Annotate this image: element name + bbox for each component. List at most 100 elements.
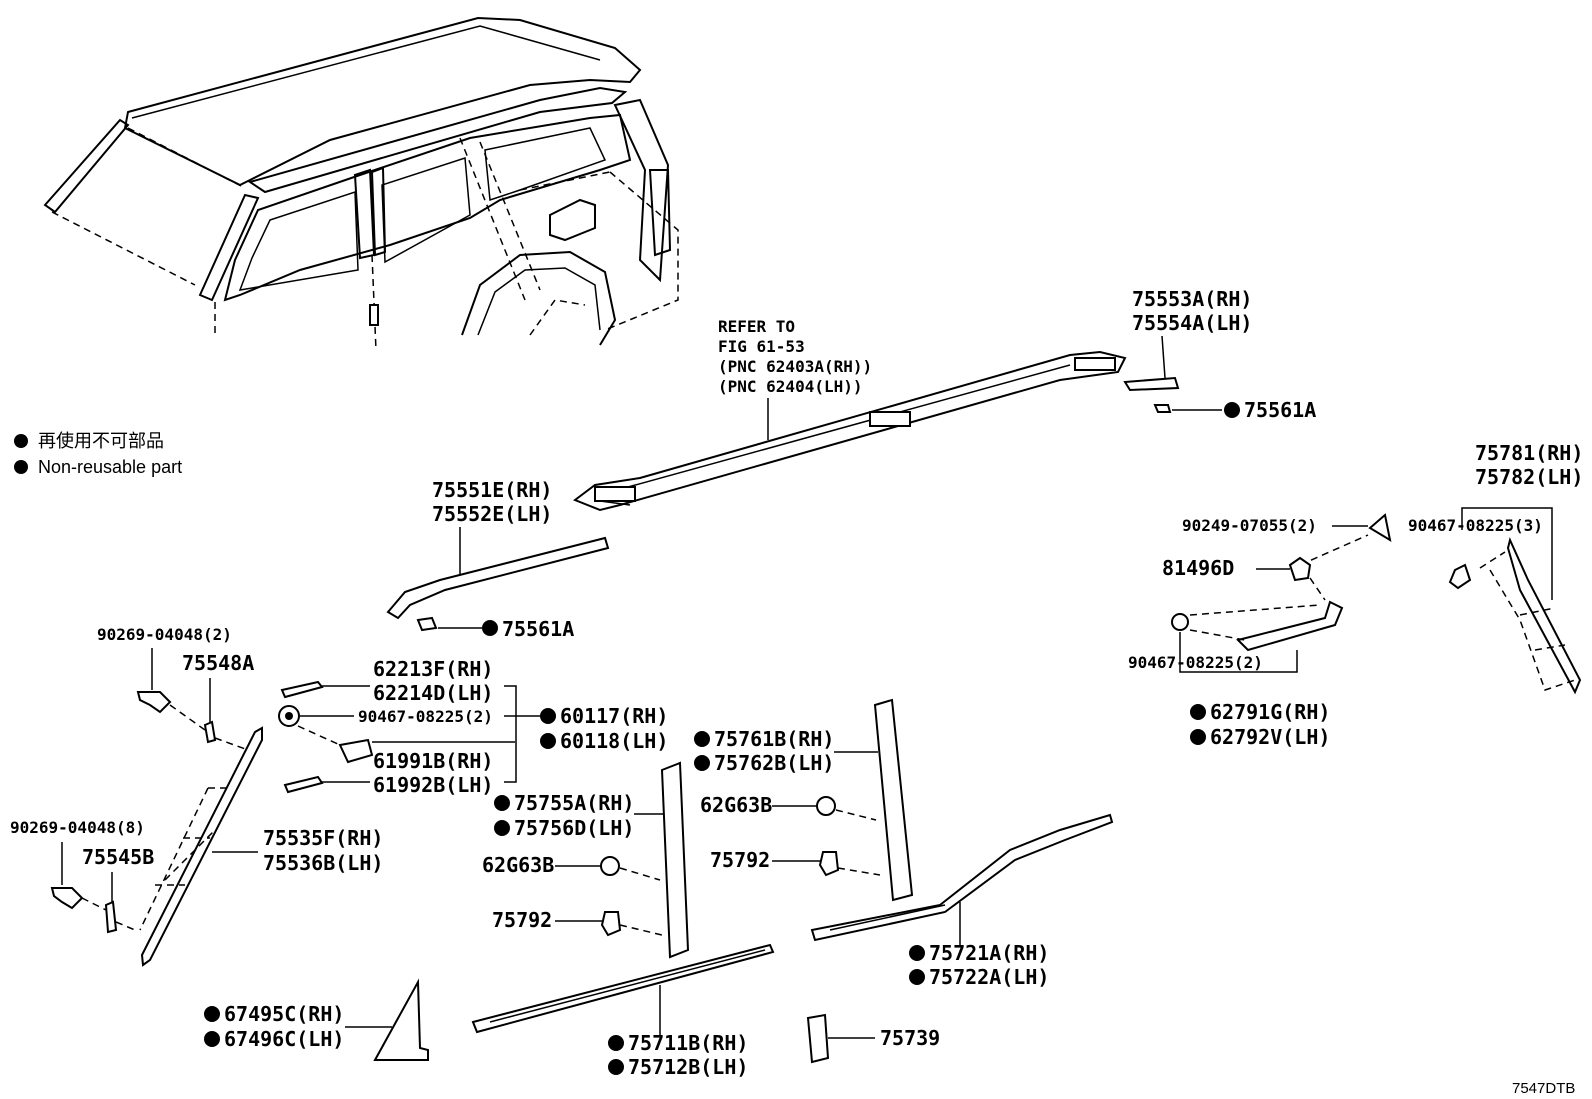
- rear-door-pillar-garnish: [873, 698, 914, 902]
- nonreusable-dot: [694, 731, 710, 747]
- clip-75548A: [203, 720, 217, 744]
- legend-en-text: Non-reusable part: [38, 457, 182, 477]
- label-61991B: 61991B(RH): [373, 749, 493, 773]
- nonreusable-dot: [494, 820, 510, 836]
- screw-90269-2: [136, 691, 172, 714]
- refer-line4: (PNC 62404(LH)): [718, 377, 863, 396]
- piece-61991B: [338, 738, 374, 764]
- clip-62G63B-b: [816, 796, 836, 816]
- label-75761B: 75761B(RH): [714, 727, 834, 751]
- refer-line3: (PNC 62403A(RH)): [718, 357, 872, 376]
- label-75722A: 75722A(LH): [929, 965, 1049, 989]
- nonreusable-dot: [494, 795, 510, 811]
- clip-90467-2a-center: [285, 712, 293, 720]
- label-75792-a: 75792: [492, 908, 552, 932]
- nonreusable-dot: [540, 708, 556, 724]
- clip-90467-3: [1448, 563, 1472, 590]
- vehicle-outline: [43, 16, 679, 351]
- clip-75792-b: [818, 851, 840, 877]
- label-62214D: 62214D(LH): [373, 681, 493, 705]
- figure-code: 7547DTB: [1512, 1080, 1575, 1097]
- label-62791G: 62791G(RH): [1210, 700, 1330, 724]
- label-61992B: 61992B(LH): [373, 773, 493, 797]
- refer-line1: REFER TO: [718, 317, 795, 336]
- label-75721A: 75721A(RH): [929, 941, 1049, 965]
- clip-75792-a: [600, 911, 622, 937]
- label-90269-2: 90269-04048(2): [97, 625, 232, 644]
- label-75712B: 75712B(LH): [628, 1055, 748, 1079]
- label-75739: 75739: [880, 1026, 940, 1050]
- rear-pillar-garnish: [1506, 536, 1582, 695]
- label-75762B: 75762B(LH): [714, 751, 834, 775]
- label-75553A: 75553A(RH): [1132, 287, 1252, 311]
- label-62792V: 62792V(LH): [1210, 725, 1330, 749]
- label-75561A-top: 75561A: [1244, 398, 1316, 422]
- nonreusable-dot: [482, 620, 498, 636]
- label-60118: 60118(LH): [560, 729, 668, 753]
- label-67496C: 67496C(LH): [224, 1027, 344, 1051]
- label-75535F: 75535F(RH): [263, 826, 383, 850]
- rear-door-belt-molding: [810, 813, 1114, 942]
- label-75755A: 75755A(RH): [514, 791, 634, 815]
- screw-90249: [1368, 513, 1392, 543]
- screw-90269-8: [50, 887, 84, 910]
- nonreusable-dot: [608, 1035, 624, 1051]
- label-90269-8: 90269-04048(8): [10, 818, 145, 837]
- label-60117: 60117(RH): [560, 704, 668, 728]
- center-pillar-garnish-front: [660, 761, 690, 959]
- label-75536B: 75536B(LH): [263, 851, 383, 875]
- nonreusable-dot: [204, 1031, 220, 1047]
- label-75782: 75782(LH): [1475, 465, 1583, 489]
- nonreusable-dot: [909, 945, 925, 961]
- legend-jp-text: 再使用不可部品: [38, 431, 164, 451]
- piece-62213F: [280, 680, 324, 699]
- nonreusable-dot: [909, 969, 925, 985]
- label-75545B: 75545B: [82, 845, 154, 869]
- front-door-belt-molding: [471, 943, 775, 1034]
- label-62G63B-b: 62G63B: [700, 793, 772, 817]
- nonreusable-dot: [1190, 704, 1206, 720]
- label-75792-b: 75792: [710, 848, 770, 872]
- clip-75561A-top: [1153, 404, 1172, 413]
- label-90467-2b: 90467-08225(2): [1128, 653, 1263, 672]
- legend-dot-en: [14, 460, 28, 474]
- clip-81496D: [1288, 556, 1312, 582]
- label-75756D: 75756D(LH): [514, 816, 634, 840]
- front-pillar-garnish: [140, 726, 263, 967]
- refer-line2: FIG 61-53: [718, 337, 805, 356]
- nonreusable-dot: [694, 755, 710, 771]
- label-62213F: 62213F(RH): [373, 657, 493, 681]
- end-cover-front: [386, 536, 610, 620]
- label-75552E: 75552E(LH): [432, 502, 552, 526]
- label-75551E: 75551E(RH): [432, 478, 552, 502]
- label-90249: 90249-07055(2): [1182, 516, 1317, 535]
- garnish-62791G: [1236, 600, 1344, 652]
- legend: 再使用不可部品 Non-reusable part: [14, 431, 182, 477]
- label-75548A: 75548A: [182, 651, 254, 675]
- label-81496D: 81496D: [1162, 556, 1234, 580]
- clip-62G63B-a: [600, 856, 620, 876]
- clip-75545B: [104, 900, 118, 934]
- nonreusable-dot: [540, 733, 556, 749]
- label-62G63B-a: 62G63B: [482, 853, 554, 877]
- nonreusable-dot: [204, 1006, 220, 1022]
- clip-75561A-mid: [416, 616, 438, 632]
- nonreusable-dot: [1190, 729, 1206, 745]
- label-75781: 75781(RH): [1475, 441, 1583, 465]
- nonreusable-dot: [1224, 402, 1240, 418]
- piece-61992B: [283, 775, 324, 794]
- label-67495C: 67495C(RH): [224, 1002, 344, 1026]
- label-75711B: 75711B(RH): [628, 1031, 748, 1055]
- part-75739: [806, 1013, 830, 1064]
- label-90467-3: 90467-08225(3): [1408, 516, 1543, 535]
- nonreusable-dot: [608, 1059, 624, 1075]
- clip-90467-2b: [1171, 613, 1189, 631]
- roof-rack: [572, 350, 1127, 512]
- label-75561A-mid: 75561A: [502, 617, 574, 641]
- label-90467-2a: 90467-08225(2): [358, 707, 493, 726]
- end-cover-rear: [1123, 376, 1180, 392]
- corner-garnish-67495C: [373, 978, 429, 1061]
- label-75554A: 75554A(LH): [1132, 311, 1252, 335]
- legend-dot-jp: [14, 434, 28, 448]
